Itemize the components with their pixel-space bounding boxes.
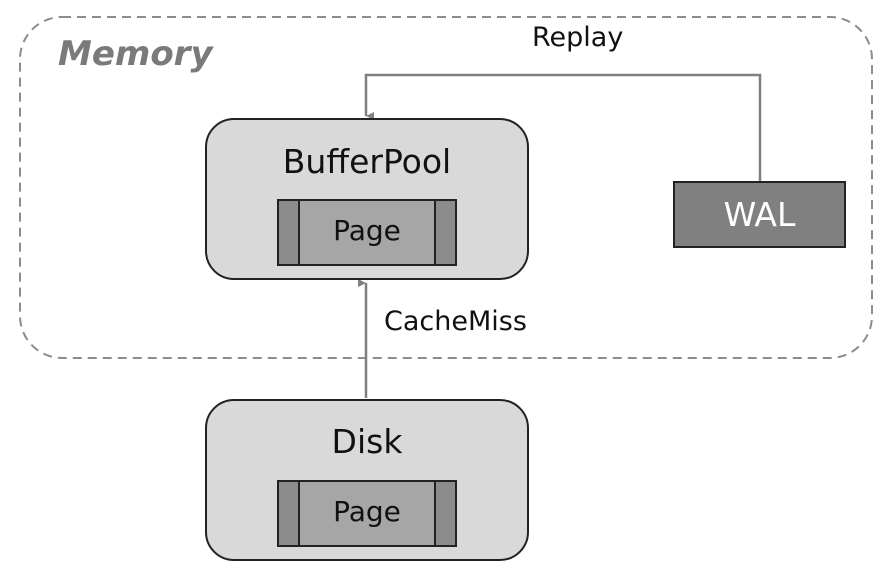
disk-page-label: Page <box>333 495 401 528</box>
disk-page-block <box>277 480 457 547</box>
wal-label: WAL <box>723 195 796 234</box>
cachemiss-edge-label: CacheMiss <box>384 306 527 337</box>
memory-region-label: Memory <box>58 34 213 74</box>
bufferpool-page-block <box>277 199 457 266</box>
replay-edge-label: Replay <box>532 22 624 53</box>
memory-region <box>19 16 873 359</box>
bufferpool-page-label: Page <box>333 214 401 247</box>
wal-box <box>673 181 846 248</box>
replay-arrow <box>364 73 762 182</box>
disk-title: Disk <box>331 422 403 461</box>
bufferpool-title: BufferPool <box>282 142 452 181</box>
